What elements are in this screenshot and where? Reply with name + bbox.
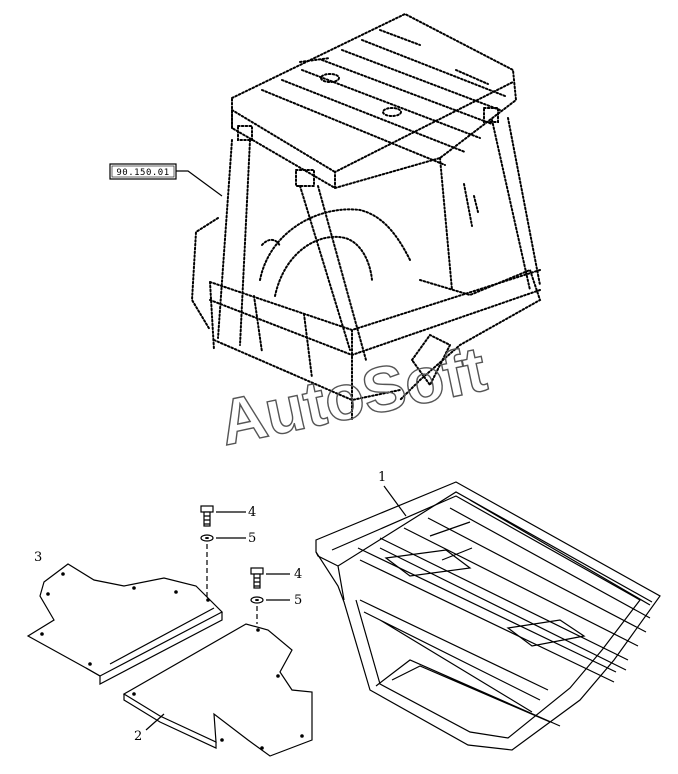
- callout-1: 1: [378, 470, 386, 485]
- part-1-floor-mat: [315, 481, 661, 751]
- callout-4a: 4: [248, 505, 256, 520]
- callout-2: 2: [134, 729, 142, 744]
- callout-4b: 4: [294, 567, 302, 582]
- bolt-washer-set-b: [250, 567, 290, 624]
- part-3-floor-plate: [26, 563, 224, 685]
- cab-floor-frame: [209, 269, 541, 421]
- reference-code: 90.150.01: [116, 168, 169, 178]
- callout-5b: 5: [294, 593, 302, 608]
- leader-2: [145, 713, 165, 731]
- cab-pillars: [217, 117, 541, 361]
- leader-1: [383, 485, 407, 517]
- callout-5a: 5: [248, 531, 256, 546]
- part-2-floor-plate: [122, 623, 313, 757]
- assembly-reference: 90.150.01: [109, 163, 223, 197]
- cab-assembly: [190, 12, 542, 421]
- watermark-text: AutoSoft: [213, 332, 492, 459]
- bolt-washer-set-a: [200, 505, 246, 598]
- callout-3: 3: [34, 550, 42, 565]
